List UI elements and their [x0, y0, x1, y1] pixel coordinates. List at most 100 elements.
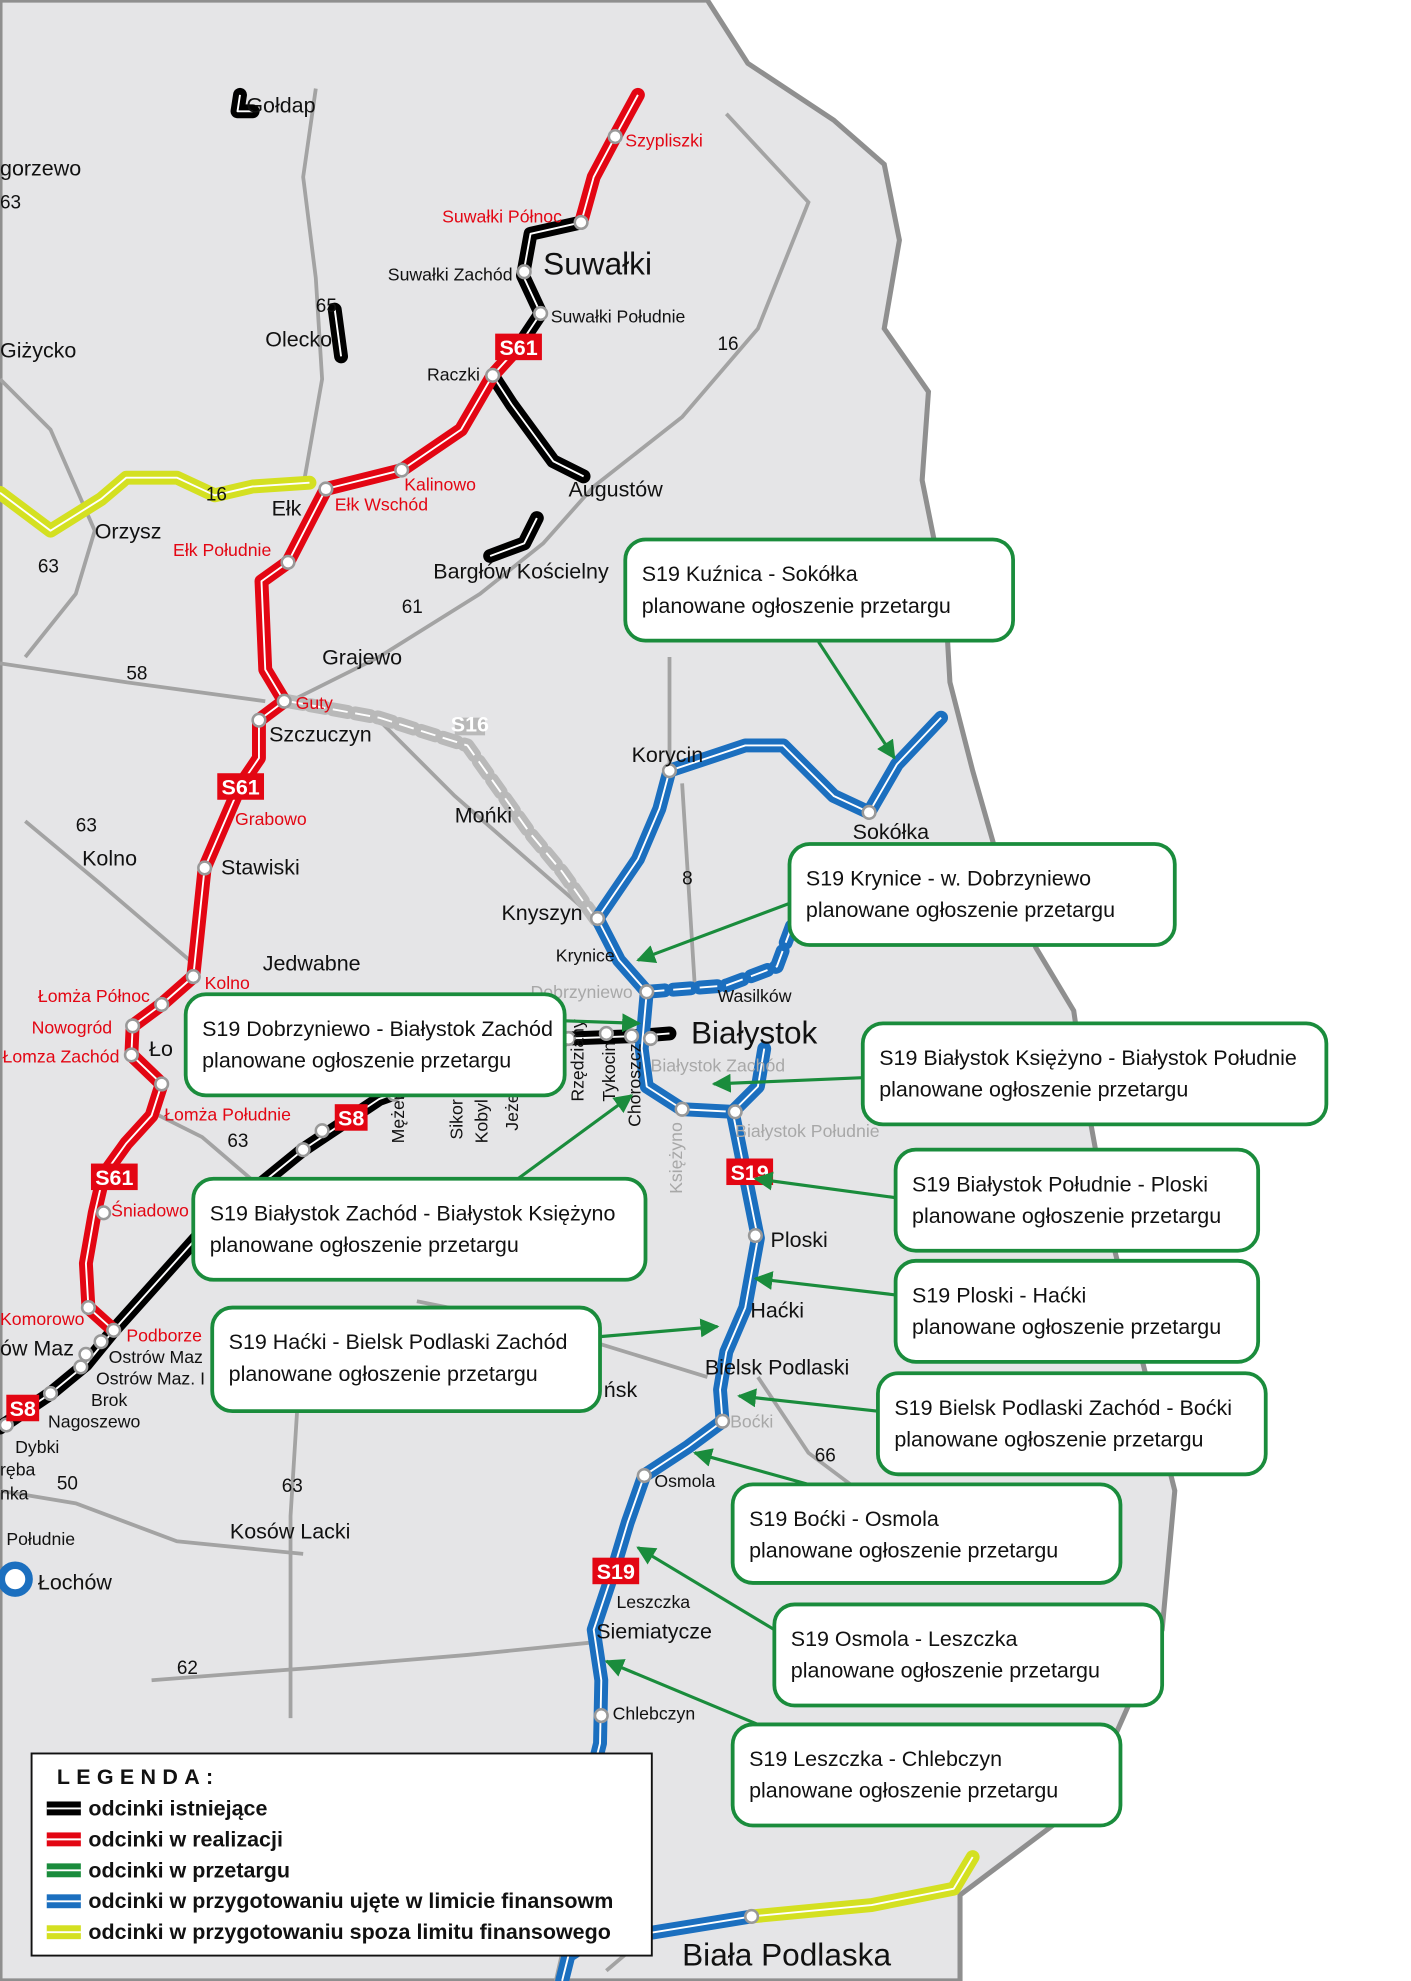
callout-arrow [692, 1448, 809, 1486]
junction-marker [276, 693, 292, 709]
place-label: Stawiski [221, 855, 300, 879]
junction-label-gray: Boćki [730, 1412, 773, 1432]
place-label: Łochów [38, 1570, 112, 1594]
s16-planned-centerline [287, 700, 598, 921]
place-label: Giżycko [0, 339, 76, 363]
junction-label-red: Podborze [126, 1326, 202, 1346]
junction-label: Suwałki Południe [551, 306, 686, 326]
callout-box [191, 1176, 648, 1282]
s19-south-centerline [592, 1111, 759, 1769]
regional-road [151, 1640, 594, 1683]
callout-box [623, 537, 1015, 643]
callout-arrow [817, 640, 896, 760]
callout-box [730, 1482, 1123, 1585]
legend-item: odcinki w realizacji [46, 1827, 283, 1851]
callout-status: planowane ogłoszenie przetargu [912, 1315, 1221, 1339]
junction-label-vertical: Kobyl [472, 1099, 492, 1143]
junction-marker [607, 128, 623, 145]
junction-marker [593, 1708, 609, 1724]
junction-marker [106, 1322, 122, 1338]
place-label: Sokółka [853, 820, 929, 844]
junction-marker [598, 1025, 614, 1042]
callout-box [787, 842, 1177, 947]
junction-label-red: Guty [296, 693, 333, 713]
road-number: 16 [718, 334, 739, 355]
road-number: 63 [0, 193, 21, 214]
legend-item: odcinki w przygotowaniu ujęte w limicie … [46, 1889, 613, 1913]
regional-road [756, 1375, 861, 1493]
regional-road [24, 819, 191, 962]
callout-box [893, 1147, 1261, 1253]
junction-marker [251, 712, 267, 728]
road-number: 65 [316, 296, 337, 317]
junction-label: ręba [0, 1460, 36, 1480]
callout-title: S19 Białystok Zachód - Białystok Księżyn… [210, 1201, 616, 1225]
junction-label: Ostrów Maz. I [96, 1369, 205, 1389]
road-badge-label: S61 [222, 776, 260, 800]
place-label: Ło [149, 1037, 173, 1061]
legend-item: odcinki w przygotowaniu spoza limitu fin… [46, 1920, 611, 1944]
map-labels: GołdapgorzewoSuwałkiOleckoGiżyckoAugustó… [0, 94, 929, 1973]
junction-marker [661, 763, 678, 779]
junction-label-vertical: Choroszcz [624, 1043, 644, 1126]
callout-9: S19 Bielsk Podlaski Zachód - Boćkiplanow… [737, 1371, 1268, 1477]
junction-marker [639, 984, 655, 1000]
legend-item: odcinki istniejące [46, 1796, 267, 1820]
place-label: Olecko [265, 327, 332, 351]
road-number: 62 [177, 1658, 198, 1679]
place-label: ów Maz [0, 1337, 74, 1361]
place-label: Kosów Lacki [230, 1520, 351, 1544]
place-label: Mońki [455, 803, 512, 827]
regional-road [0, 661, 266, 704]
callout-status: planowane ogłoszenie przetargu [912, 1204, 1221, 1228]
junction-label-red: Łomza Zachód [3, 1047, 120, 1067]
junction-label: Suwałki Zachód [388, 265, 513, 285]
callout-status: planowane ogłoszenie przetargu [806, 898, 1115, 922]
callout-box [183, 992, 567, 1098]
road-8-augustow-centerline [491, 374, 585, 478]
callout-box [876, 1371, 1268, 1477]
junction-marker [80, 1299, 97, 1316]
road-number: 8 [682, 868, 693, 889]
junction-label-vertical: Sikor [446, 1099, 466, 1139]
road-barglow-centerline [489, 517, 538, 557]
junction-label-red: Ełk Wschód [335, 494, 428, 514]
junction-marker [744, 1908, 760, 1925]
road-badge-label: S8 [10, 1397, 36, 1421]
place-label: ńsk [604, 1378, 638, 1402]
junction-marker [573, 214, 589, 231]
junction-label-red: Śniadowo [111, 1200, 189, 1221]
callout-status: planowane ogłoszenie przetargu [642, 594, 951, 618]
junction-marker [295, 1142, 311, 1158]
junctions [0, 128, 877, 1925]
junction-label: Leszczka [616, 1592, 690, 1612]
s19-dobrzyniewo-link-centerline [646, 921, 795, 993]
callout-arrow [737, 1388, 879, 1413]
junction-marker [185, 969, 201, 985]
road-number: 58 [126, 664, 147, 685]
callout-arrow [636, 901, 791, 964]
road-badge-s8: S8 [6, 1394, 40, 1422]
s19-north-centerline [596, 716, 942, 1113]
junction-label-red: Kalinowo [404, 474, 476, 494]
callout-status: planowane ogłoszenie przetargu [791, 1659, 1100, 1683]
junction-label: Raczki [427, 364, 480, 384]
junction-marker [636, 1467, 652, 1484]
callout-status: planowane ogłoszenie przetargu [894, 1428, 1203, 1452]
junction-marker [714, 1413, 731, 1429]
road-unfunded-biala-centerline [751, 1856, 974, 1918]
road-number: 63 [227, 1131, 248, 1152]
callout-box [893, 1258, 1261, 1364]
callout-arrow [711, 1073, 863, 1093]
junction-marker [318, 481, 334, 497]
callout-arrow [599, 1318, 720, 1339]
road-16-unfunded-centerline [0, 476, 310, 532]
junction-marker [674, 1101, 690, 1117]
callout-title: S19 Krynice - w. Dobrzyniewo [806, 867, 1091, 891]
place-label: Siemiatycze [596, 1620, 712, 1644]
callout-arrow [753, 1271, 896, 1297]
callout-6: S19 Białystok Południe - Ploskiplanowane… [753, 1147, 1261, 1253]
